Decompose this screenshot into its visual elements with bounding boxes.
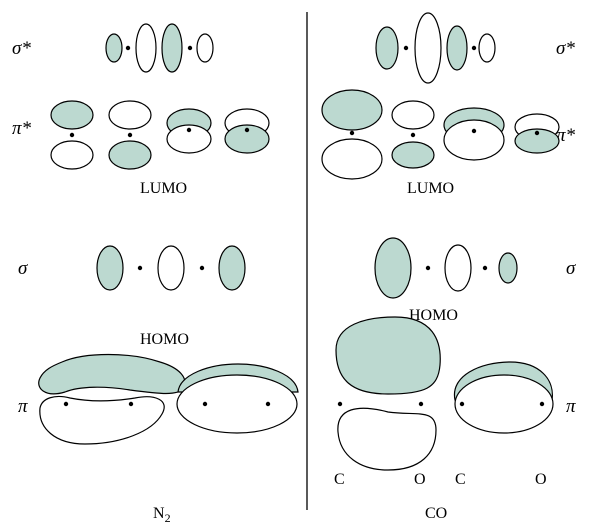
nucleus-dot [539, 401, 545, 407]
co-sigma-label: σ [566, 258, 576, 279]
co-sigma-star-orbital [375, 12, 496, 84]
nucleus-dot [199, 265, 205, 271]
co-panel: σ* π* σ π LUMO HOMO [321, 12, 576, 522]
lobe [321, 89, 383, 131]
co-sigma-star-label: σ* [556, 38, 575, 59]
molecule-symbol: N [153, 505, 165, 522]
lobe [446, 25, 468, 71]
lobe [443, 119, 505, 161]
nucleus-dot [244, 127, 250, 133]
lobe [444, 244, 472, 292]
molecule-subscript: 2 [165, 511, 171, 525]
lobe [414, 12, 442, 84]
lobe [135, 23, 157, 73]
lobe [498, 252, 518, 284]
nucleus-dot [349, 130, 355, 136]
lobe [96, 245, 124, 291]
nucleus-dot [459, 401, 465, 407]
nucleus-dot [125, 45, 131, 51]
nucleus-dot [69, 132, 75, 138]
co-pi-label: π [566, 396, 576, 417]
lobe [375, 26, 399, 70]
nucleus-dot [471, 128, 477, 134]
co-lumo-label: LUMO [407, 180, 454, 197]
n2-sigma-orbital [96, 245, 246, 291]
lobe [218, 245, 246, 291]
co-molecule-label: CO [425, 505, 447, 522]
lobe [176, 374, 298, 434]
n2-sigma-star-label: σ* [12, 38, 31, 59]
co-homo-label: HOMO [409, 307, 458, 324]
nucleus-dot [410, 132, 416, 138]
lobe [108, 140, 152, 170]
lobe [391, 100, 435, 130]
n2-pi-label: π [18, 396, 28, 417]
nucleus-dot [403, 45, 409, 51]
lobe [38, 353, 186, 395]
lobe [39, 395, 165, 445]
n2-pi-star-orbital [50, 100, 270, 170]
atom-label-c: C [455, 471, 466, 488]
atom-label-o: O [535, 471, 547, 488]
nucleus-dot [63, 401, 69, 407]
nucleus-dot [137, 265, 143, 271]
lobe [478, 33, 496, 63]
lobe [161, 23, 183, 73]
lobe [454, 374, 554, 434]
nucleus-dot [534, 130, 540, 136]
lobe [321, 138, 383, 180]
co-pi-star-label: π* [556, 125, 576, 146]
lobe [196, 33, 214, 63]
nucleus-dot [127, 132, 133, 138]
nucleus-dot [187, 45, 193, 51]
nucleus-dot [482, 265, 488, 271]
nucleus-dot [418, 401, 424, 407]
nucleus-dot [471, 45, 477, 51]
co-pi-star-orbital [321, 89, 560, 180]
n2-sigma-star-orbital [105, 23, 214, 73]
nucleus-dot [337, 401, 343, 407]
lobe [50, 100, 94, 130]
lobe [337, 407, 437, 471]
co-sigma-orbital [374, 237, 518, 299]
n2-molecule-label: N2 [153, 505, 171, 525]
lobe [166, 124, 212, 154]
lobe [105, 33, 123, 63]
nucleus-dot [425, 265, 431, 271]
lobe [224, 124, 270, 154]
n2-pi-star-label: π* [12, 118, 32, 139]
n2-sigma-label: σ [18, 258, 28, 279]
lobe [108, 100, 152, 130]
nucleus-dot [202, 401, 208, 407]
lobe [50, 140, 94, 170]
n2-panel: σ* π* σ π LUMO HOMO [12, 23, 299, 525]
co-pi-orbital [335, 316, 554, 471]
atom-label-c: C [334, 471, 345, 488]
atom-label-o: O [414, 471, 426, 488]
lobe [335, 316, 441, 395]
nucleus-dot [186, 127, 192, 133]
nucleus-dot [265, 401, 271, 407]
n2-lumo-label: LUMO [140, 180, 187, 197]
n2-pi-orbital [38, 353, 299, 445]
lobe [157, 245, 185, 291]
nucleus-dot [128, 401, 134, 407]
lobe [374, 237, 412, 299]
n2-homo-label: HOMO [140, 331, 189, 348]
lobe [514, 128, 560, 154]
lobe [391, 141, 435, 169]
